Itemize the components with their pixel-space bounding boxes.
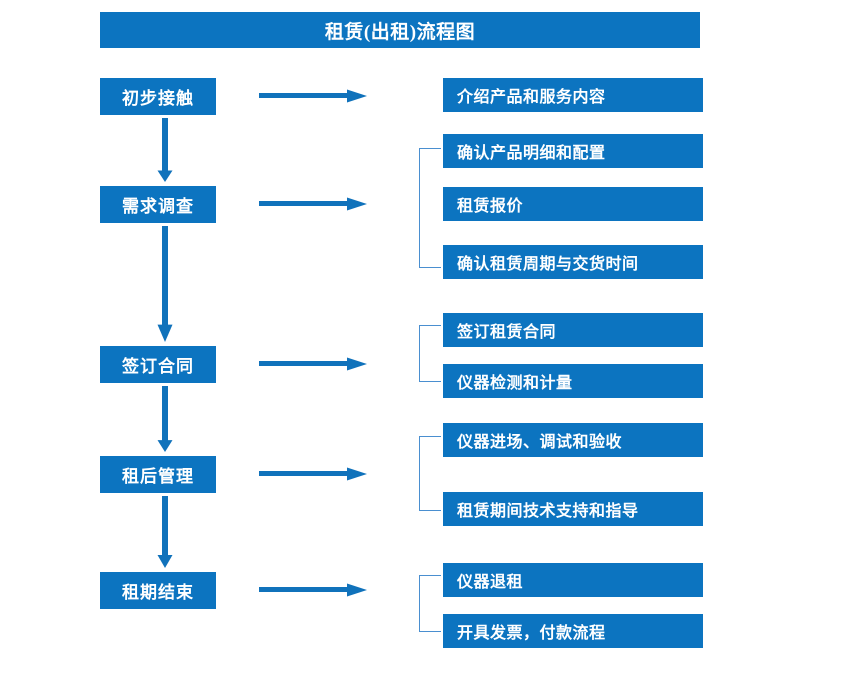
detail-box-introduce-products[interactable]: 介绍产品和服务内容 [443,78,703,112]
bracket-group-contract [419,325,441,382]
arrow-right-icon-5 [259,583,367,597]
arrow-down-icon-2 [152,226,178,342]
arrow-right-icon-3 [259,357,367,371]
detail-box-instrument-return[interactable]: 仪器退租 [443,563,703,597]
arrow-down-icon-4 [152,496,178,568]
bracket-group-end [419,575,441,632]
detail-box-instrument-onsite-commissioning[interactable]: 仪器进场、调试和验收 [443,423,703,457]
page-title: 租赁(出租)流程图 [100,12,700,48]
detail-box-confirm-period-delivery[interactable]: 确认租赁周期与交货时间 [443,245,703,279]
bracket-group-management [419,436,441,511]
arrow-down-icon-3 [152,386,178,452]
stage-box-sign-contract[interactable]: 签订合同 [100,346,216,383]
detail-box-confirm-product-spec[interactable]: 确认产品明细和配置 [443,134,703,168]
detail-box-rental-quotation[interactable]: 租赁报价 [443,187,703,221]
detail-box-instrument-inspection[interactable]: 仪器检测和计量 [443,364,703,398]
bracket-group-needs [419,148,441,268]
detail-box-sign-rental-contract[interactable]: 签订租赁合同 [443,313,703,347]
stage-box-rental-end[interactable]: 租期结束 [100,572,216,609]
arrow-right-icon-2 [259,197,367,211]
arrow-right-icon-1 [259,89,367,103]
arrow-right-icon-4 [259,467,367,481]
stage-box-post-rental-management[interactable]: 租后管理 [100,456,216,493]
stage-box-initial-contact[interactable]: 初步接触 [100,78,216,115]
detail-box-technical-support[interactable]: 租赁期间技术支持和指导 [443,492,703,526]
stage-box-needs-survey[interactable]: 需求调查 [100,186,216,223]
arrow-down-icon-1 [152,118,178,182]
detail-box-invoice-payment[interactable]: 开具发票，付款流程 [443,614,703,648]
